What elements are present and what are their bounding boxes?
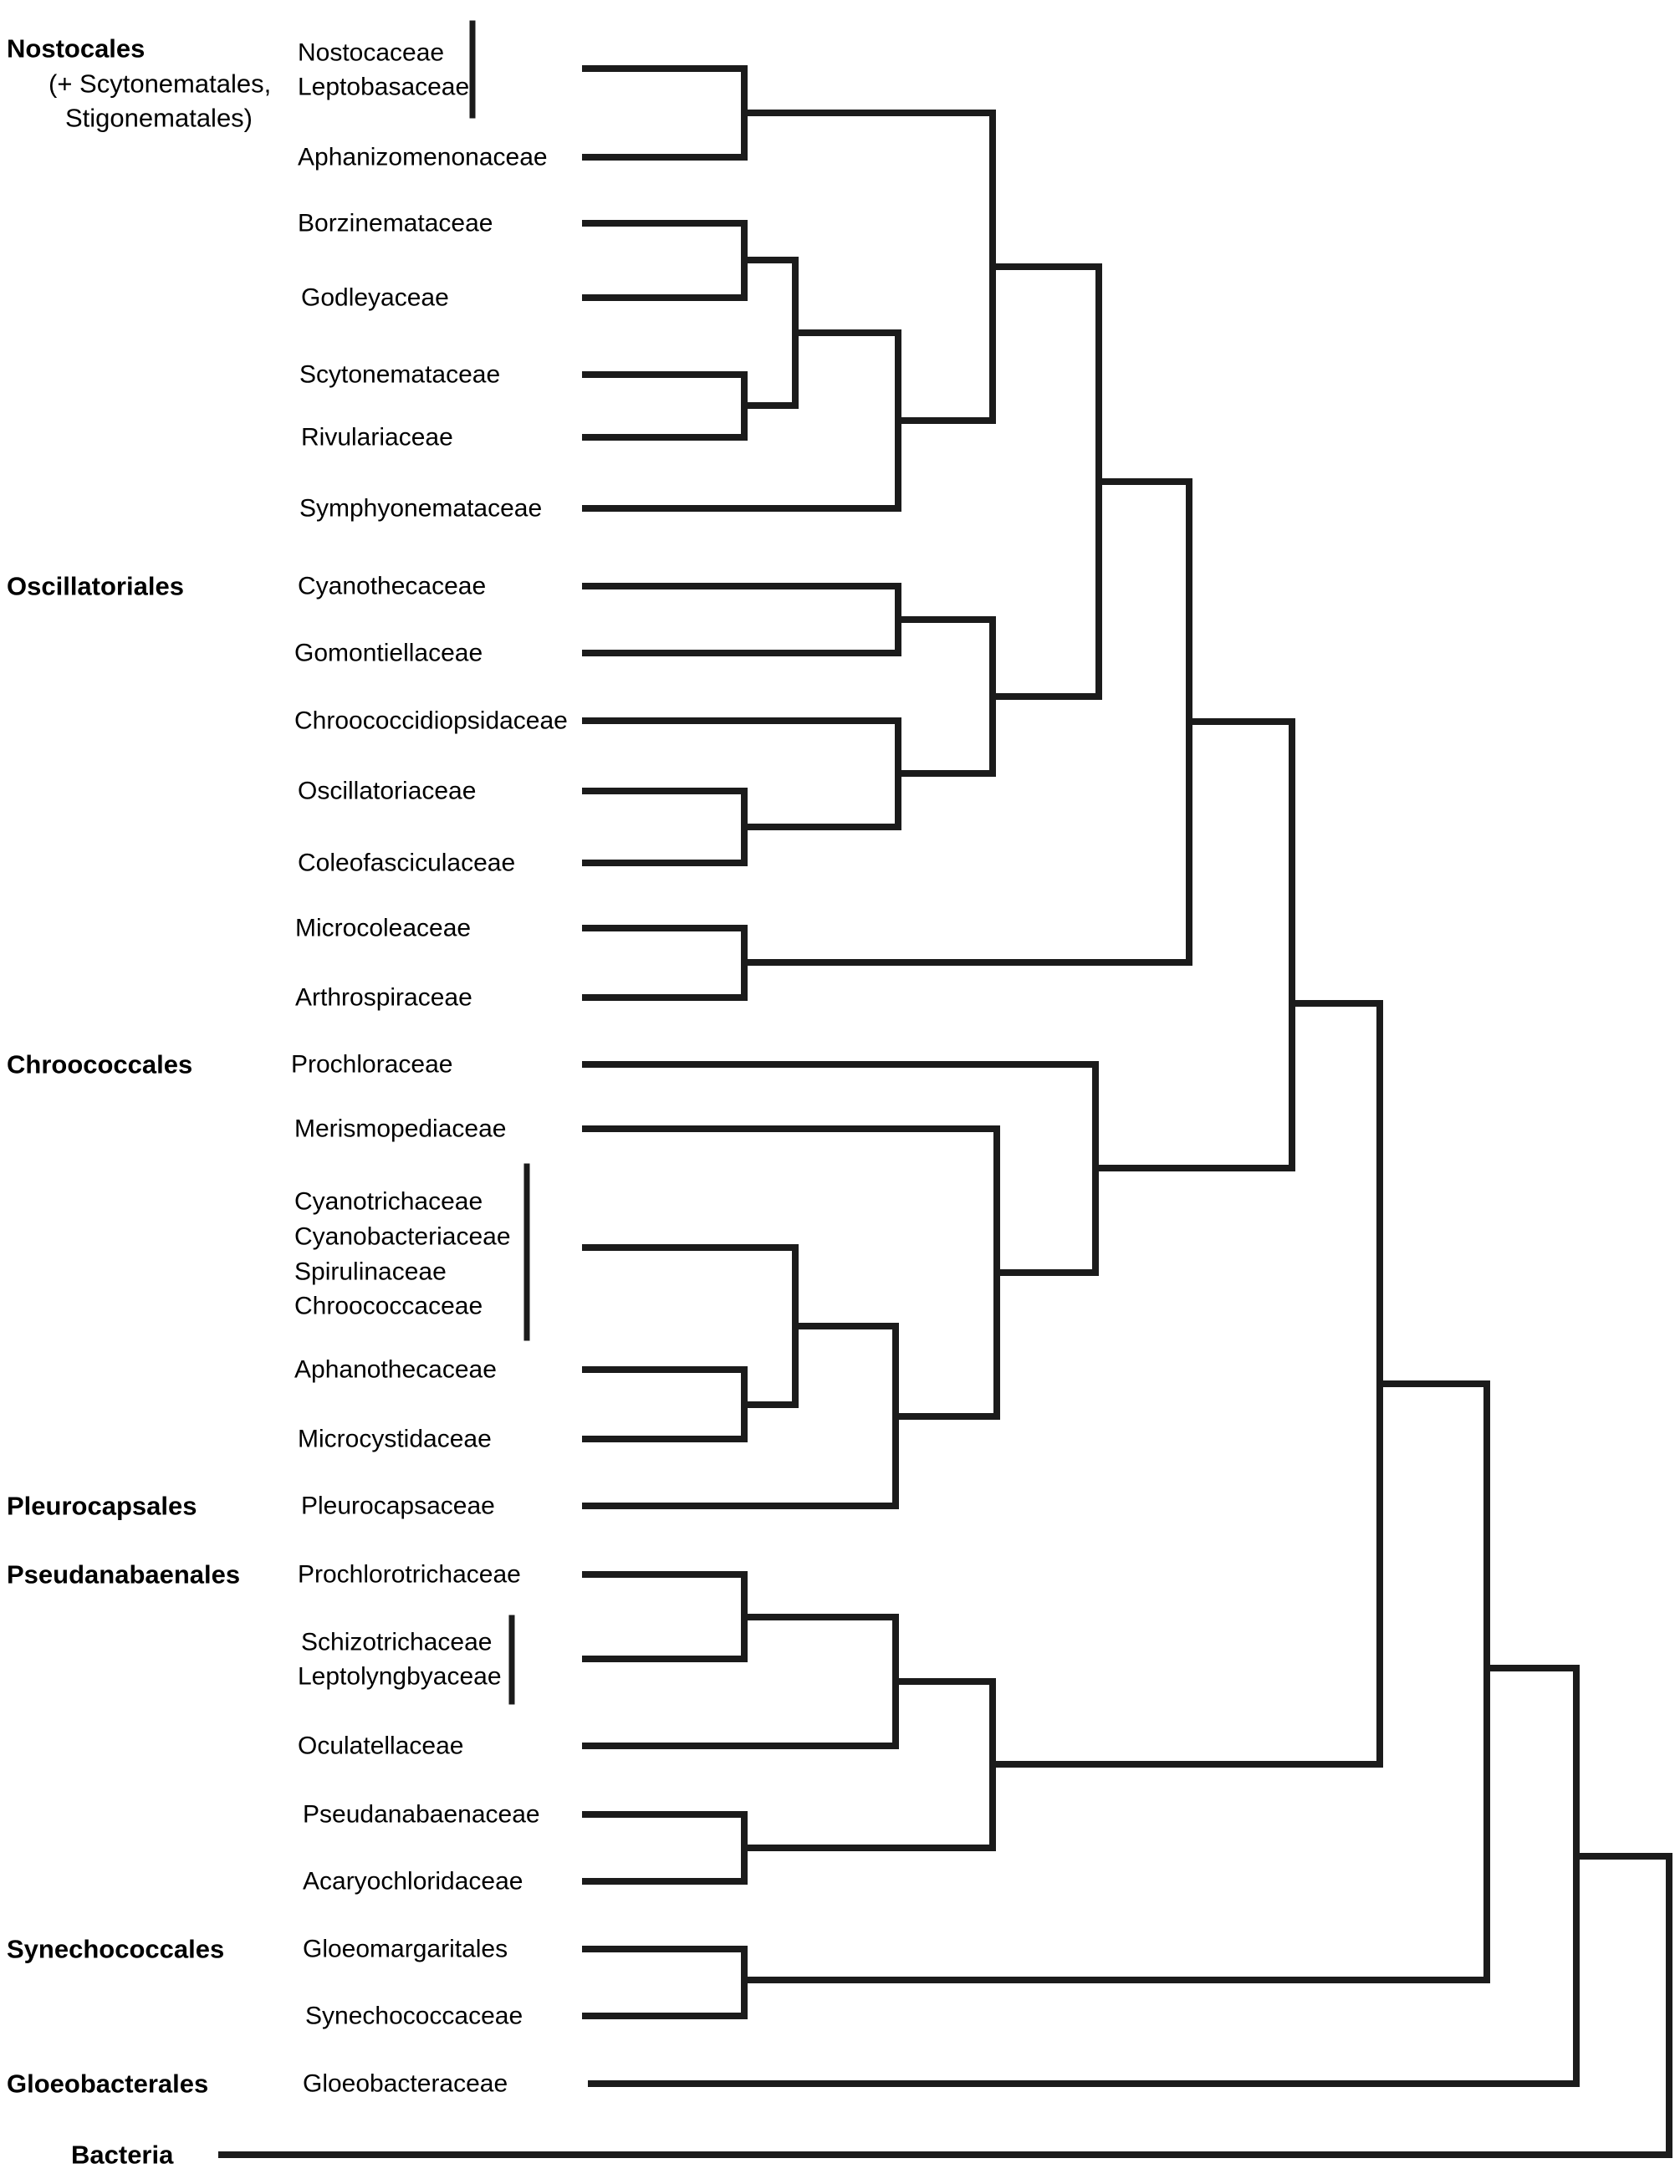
order-label: Oscillatoriales xyxy=(7,572,184,601)
family-label: Leptolyngbyaceae xyxy=(298,1663,502,1691)
family-label: Prochloraceae xyxy=(291,1051,452,1079)
family-label: Rivulariaceae xyxy=(301,424,453,452)
family-label: Pleurocapsaceae xyxy=(301,1493,495,1520)
family-label: Coleofasciculaceae xyxy=(298,850,515,877)
family-label: Spirulinaceae xyxy=(294,1258,447,1286)
family-label: Aphanizomenonaceae xyxy=(298,144,548,171)
family-label: Prochlorotrichaceae xyxy=(298,1561,521,1589)
order-label: Nostocales xyxy=(7,34,145,64)
family-label: Symphyonemataceae xyxy=(299,495,542,523)
order-label: (+ Scytonematales, xyxy=(49,69,271,99)
family-label: Leptobasaceae xyxy=(298,74,469,101)
family-label: Merismopediaceae xyxy=(294,1115,506,1143)
family-label: Nostocaceae xyxy=(298,39,444,67)
family-label: Schizotrichaceae xyxy=(301,1629,492,1656)
order-label: Gloeobacterales xyxy=(7,2069,208,2099)
family-label: Microcystidaceae xyxy=(298,1426,492,1453)
family-label: Scytonemataceae xyxy=(299,361,500,389)
family-label: Gloeomargaritales xyxy=(303,1936,508,1963)
order-label: Pseudanabaenales xyxy=(7,1560,240,1590)
order-label: Bacteria xyxy=(71,2141,174,2170)
order-label: Chroococcales xyxy=(7,1050,192,1079)
family-label: Godleyaceae xyxy=(301,284,449,312)
order-label: Stigonematales) xyxy=(65,104,253,133)
order-label: Pleurocapsales xyxy=(7,1492,197,1521)
family-label: Oscillatoriaceae xyxy=(298,778,476,805)
family-label: Gloeobacteraceae xyxy=(303,2070,508,2098)
family-label: Pseudanabaenaceae xyxy=(303,1801,540,1829)
family-label: Acaryochloridaceae xyxy=(303,1868,523,1896)
family-label: Gomontiellaceae xyxy=(294,640,483,667)
family-label: Arthrospiraceae xyxy=(295,984,472,1012)
order-label: Synechococcales xyxy=(7,1935,224,1964)
family-label: Cyanothecaceae xyxy=(298,573,486,600)
family-label: Cyanobacteriaceae xyxy=(294,1223,511,1251)
family-label: Microcoleaceae xyxy=(295,915,471,942)
family-label: Chroococcidiopsidaceae xyxy=(294,707,568,735)
family-label: Synechococcaceae xyxy=(305,2003,523,2030)
family-label: Borzinemataceae xyxy=(298,210,493,237)
family-label: Oculatellaceae xyxy=(298,1732,463,1760)
family-label: Cyanotrichaceae xyxy=(294,1188,483,1216)
family-label: Aphanothecaceae xyxy=(294,1356,497,1384)
family-label: Chroococcaceae xyxy=(294,1293,483,1320)
